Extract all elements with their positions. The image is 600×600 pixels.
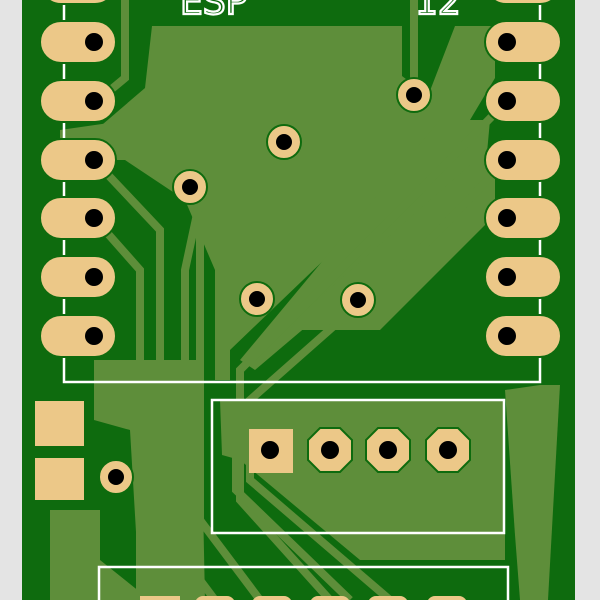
bottom-header-pad[interactable] bbox=[427, 596, 467, 600]
bottom-header-pad[interactable] bbox=[252, 596, 292, 600]
bottom-header-outline bbox=[97, 565, 510, 600]
module-pad-left[interactable] bbox=[40, 0, 116, 5]
drill-hole[interactable] bbox=[321, 441, 339, 459]
bottom-header-pad[interactable] bbox=[195, 596, 235, 600]
drill-hole[interactable] bbox=[276, 134, 292, 150]
module-pad-right[interactable] bbox=[484, 314, 562, 358]
drill-hole[interactable] bbox=[498, 33, 516, 51]
drill-hole[interactable] bbox=[249, 291, 265, 307]
drill-hole[interactable] bbox=[85, 268, 103, 286]
drill-hole[interactable] bbox=[182, 179, 198, 195]
drill-hole[interactable] bbox=[350, 292, 366, 308]
smd-pad[interactable] bbox=[35, 401, 84, 446]
drill-hole[interactable] bbox=[379, 441, 397, 459]
drill-hole[interactable] bbox=[85, 327, 103, 345]
module-pad-left[interactable] bbox=[39, 196, 117, 240]
module-pad-right[interactable] bbox=[484, 138, 562, 182]
module-pad-right[interactable] bbox=[484, 20, 562, 64]
drill-hole[interactable] bbox=[85, 209, 103, 227]
module-pad-left[interactable] bbox=[39, 314, 117, 358]
module-name-label: ESP bbox=[180, 0, 247, 23]
drill-hole[interactable] bbox=[406, 87, 422, 103]
drill-hole[interactable] bbox=[498, 151, 516, 169]
module-pad-left[interactable] bbox=[39, 138, 117, 182]
drill-hole[interactable] bbox=[498, 92, 516, 110]
module-pad-right[interactable] bbox=[484, 255, 562, 299]
bottom-header-pad[interactable] bbox=[140, 596, 180, 600]
module-pad-right[interactable] bbox=[484, 196, 562, 240]
module-suffix-label: 12 bbox=[415, 0, 461, 23]
bottom-header-pad[interactable] bbox=[368, 596, 408, 600]
smd-pad[interactable] bbox=[35, 458, 84, 500]
header-outline bbox=[210, 398, 506, 535]
drill-hole[interactable] bbox=[498, 327, 516, 345]
module-pad-right[interactable] bbox=[485, 0, 561, 5]
drill-hole[interactable] bbox=[498, 268, 516, 286]
drill-hole[interactable] bbox=[85, 151, 103, 169]
bottom-header-pad[interactable] bbox=[310, 596, 350, 600]
silkscreen bbox=[62, 0, 542, 600]
module-pad-left[interactable] bbox=[39, 20, 117, 64]
module-pad-left[interactable] bbox=[39, 255, 117, 299]
drill-hole[interactable] bbox=[108, 469, 124, 485]
drill-hole[interactable] bbox=[498, 209, 516, 227]
drill-hole[interactable] bbox=[85, 92, 103, 110]
drill-hole[interactable] bbox=[439, 441, 457, 459]
drill-hole[interactable] bbox=[85, 33, 103, 51]
module-pad-left[interactable] bbox=[39, 79, 117, 123]
pads bbox=[35, 0, 562, 600]
esp-module-outline bbox=[62, 0, 542, 384]
drill-hole[interactable] bbox=[261, 441, 279, 459]
module-pad-right[interactable] bbox=[484, 79, 562, 123]
